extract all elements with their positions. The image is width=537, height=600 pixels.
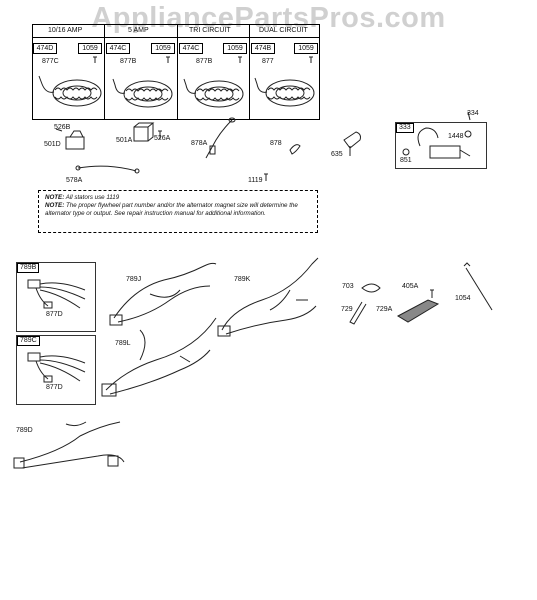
stator-col-divider-1: [104, 24, 105, 120]
stator-qty-cell-3: 1059: [223, 43, 247, 54]
label-526A: 526A: [154, 135, 171, 142]
stator-header-4: DUAL CIRCUIT: [259, 27, 308, 34]
note2-text: The proper flywheel part number and/or t…: [45, 202, 298, 217]
stator-header-3: TRI CIRCUIT: [189, 27, 231, 34]
label-526B: 526B: [54, 124, 71, 131]
kit-label-789B: 789B: [17, 263, 40, 273]
note-box: NOTE: All stators use 1119 NOTE: The pro…: [38, 190, 318, 233]
stator-877C-illustration: [38, 75, 102, 107]
label-501D: 501D: [44, 141, 61, 148]
stator-label-3: 877B: [196, 58, 213, 65]
stator-qty-cell-1: 1059: [78, 43, 102, 54]
stator-part-cell-2: 474C: [106, 43, 130, 54]
label-501A: 501A: [116, 137, 133, 144]
label-789J: 789J: [126, 276, 142, 283]
stator-877B-illustration-b: [183, 78, 244, 108]
label-851: 851: [400, 157, 412, 164]
label-789K: 789K: [234, 276, 251, 283]
label-635: 635: [331, 151, 343, 158]
note1-prefix: NOTE:: [45, 194, 65, 201]
label-334: 334: [467, 110, 479, 117]
watermark: AppliancePartsPros.com: [91, 2, 446, 34]
stator-qty-cell-4: 1059: [294, 43, 318, 54]
stator-877B-illustration-a: [112, 78, 173, 108]
note1-text: All stators use 1119: [65, 194, 120, 201]
label-877D-2: 877D: [46, 384, 63, 391]
stator-label-4: 877: [262, 58, 274, 65]
kit-label-333: 333: [396, 123, 414, 133]
label-729: 729: [341, 306, 353, 313]
stator-table: [32, 24, 320, 120]
label-789L: 789L: [115, 340, 131, 347]
label-1119: 1119: [248, 177, 263, 184]
label-578A: 578A: [66, 177, 83, 184]
stator-877-illustration: [254, 77, 315, 107]
label-1054: 1054: [455, 295, 471, 302]
kit-box-333: [395, 122, 487, 169]
label-789D: 789D: [16, 427, 33, 434]
stator-qty-cell-2: 1059: [151, 43, 175, 54]
kit-box-789C: [16, 335, 96, 405]
label-703: 703: [342, 283, 354, 290]
stator-col-divider-2: [177, 24, 178, 120]
label-729A: 729A: [376, 306, 393, 313]
stator-label-1: 877C: [42, 58, 59, 65]
stator-col-divider-3: [249, 24, 250, 120]
stator-label-2: 877B: [120, 58, 137, 65]
stator-header-1: 10/16 AMP: [48, 27, 83, 34]
label-1448: 1448: [448, 133, 464, 140]
label-878: 878: [270, 140, 282, 147]
stator-part-cell-1: 474D: [33, 43, 57, 54]
kit-box-789B: [16, 262, 96, 332]
stator-header-row: [32, 24, 320, 38]
label-877D-1: 877D: [46, 311, 63, 318]
stator-header-2: 5 AMP: [128, 27, 149, 34]
stator-part-cell-3: 474C: [179, 43, 203, 54]
note2-prefix: NOTE:: [45, 202, 65, 209]
label-405A: 405A: [402, 283, 419, 290]
stator-part-cell-4: 474B: [251, 43, 275, 54]
label-878A: 878A: [191, 140, 208, 147]
kit-label-789C: 789C: [17, 336, 40, 346]
